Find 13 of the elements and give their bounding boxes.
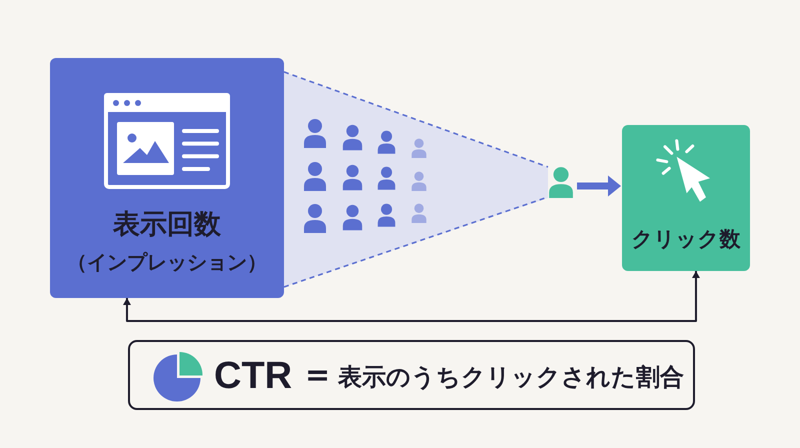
formula-definition: 表示のうちクリックされた割合 xyxy=(338,362,684,392)
formula-panel xyxy=(128,340,695,410)
double-headed-arrow xyxy=(122,271,700,322)
card-subtitle: （インプレッション） xyxy=(66,250,268,274)
person-icon xyxy=(548,166,574,198)
card-title: クリック数 xyxy=(630,227,742,252)
formula-term: CTR xyxy=(214,354,292,400)
arrow xyxy=(577,176,621,197)
card-title: 表示回数 xyxy=(112,209,222,242)
impressions-card xyxy=(50,58,284,298)
equals-sign: = xyxy=(305,358,330,394)
clicks-card xyxy=(622,125,750,271)
dashed-connector-line xyxy=(284,71,548,168)
